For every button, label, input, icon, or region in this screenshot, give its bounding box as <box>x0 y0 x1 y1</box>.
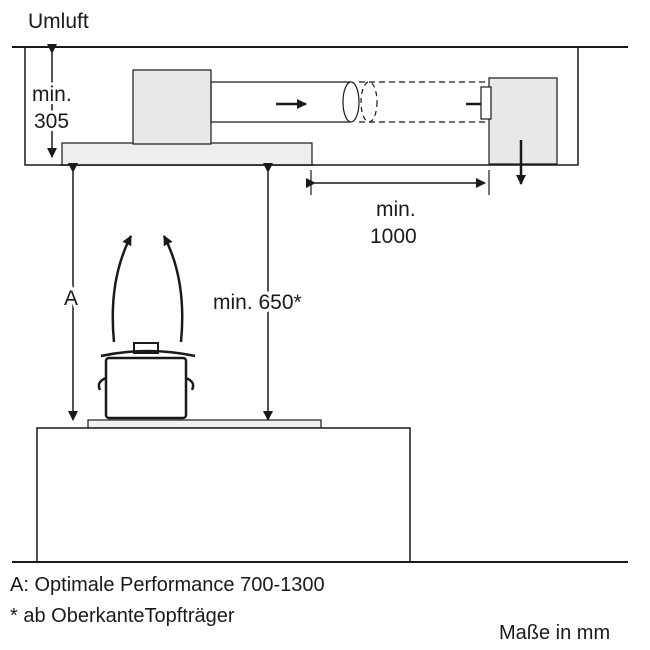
cooking-pot <box>97 342 196 420</box>
dim-a-label: A <box>64 287 78 310</box>
cooktop-plate <box>87 419 322 429</box>
recirculation-module <box>488 77 558 165</box>
note-performance: A: Optimale Performance 700-1300 <box>10 574 325 596</box>
steam-arrow-left <box>111 235 133 343</box>
dim-650-label: min. 650* <box>213 291 302 314</box>
note-footnote: * ab OberkanteTopfträger <box>10 605 235 627</box>
duct-dashed-end <box>360 81 378 123</box>
hood-motor-box <box>132 69 212 145</box>
dim-305-label-2: 305 <box>34 110 69 133</box>
duct-end <box>342 81 360 123</box>
units-label: Maße in mm <box>499 622 610 644</box>
duct-solid <box>210 81 350 123</box>
steam-arrow-right <box>162 235 184 343</box>
dim-1000-label-2: 1000 <box>370 225 417 248</box>
dim-1000-label-1: min. <box>376 198 416 221</box>
hood-canopy <box>61 142 313 166</box>
kitchen-counter <box>36 427 411 563</box>
diagram-title: Umluft <box>28 10 89 33</box>
dim-305-label-1: min. <box>32 83 72 106</box>
duct-dashed <box>359 81 488 123</box>
recirculation-grille <box>480 86 492 120</box>
